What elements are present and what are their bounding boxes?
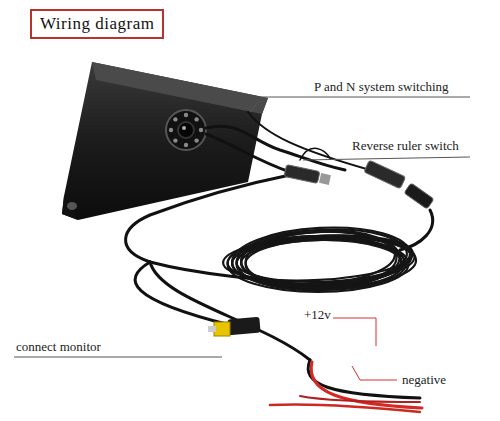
coil-loop [245,229,398,290]
led [199,128,203,132]
led [194,138,198,142]
coil-loop [231,223,412,292]
power-label: negative [400,373,448,388]
led-ring [169,113,203,147]
led [173,138,177,142]
power-leader-lines [332,318,397,380]
led [184,113,188,117]
coil-loop [237,238,406,290]
led [184,143,188,147]
led [194,117,198,121]
rca-plug [208,317,261,336]
cable-coil [222,223,417,293]
connectors [284,160,434,209]
leader-lines [14,97,470,357]
diagram-title: Wiring diagram [30,9,164,39]
part-label: P and N system switching [312,80,451,95]
part-label: connect monitor [14,340,103,355]
camera-housing [62,62,268,220]
part-label: Reverse ruler switch [350,139,461,154]
led [173,117,177,121]
power-label: +12v [302,308,333,323]
coil-loop [240,225,409,290]
led [169,128,173,132]
